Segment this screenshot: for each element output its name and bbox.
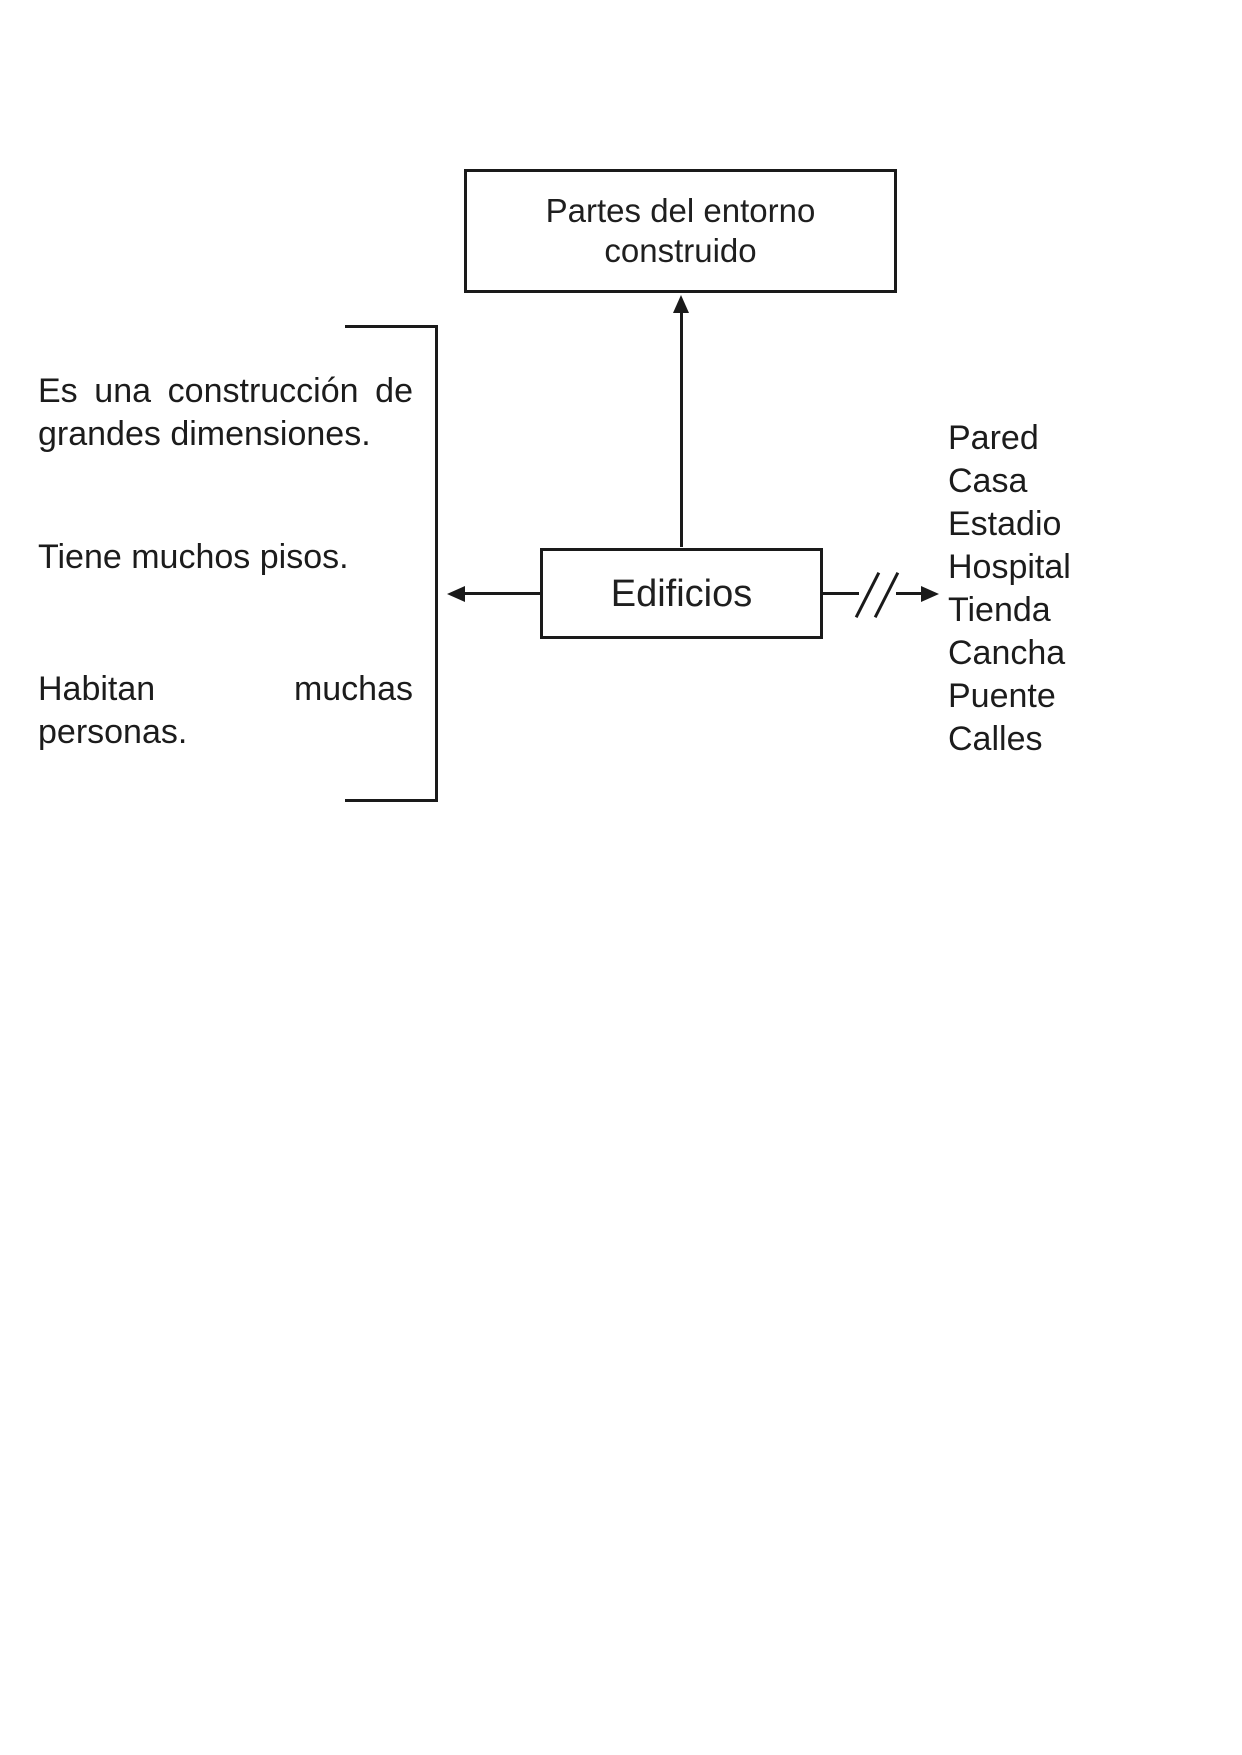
note2-line1: Tiene muchos pisos. <box>38 538 349 576</box>
note1-line2: grandes dimensiones. <box>38 415 371 453</box>
arrow-up-line <box>680 308 683 547</box>
list-item: Puente <box>948 677 1056 715</box>
arrow-left-head-icon <box>447 586 465 602</box>
list-item: Tienda <box>948 591 1051 629</box>
note1-line1: Es una construcción de <box>38 372 413 410</box>
center-concept-box: Edificios <box>540 548 823 639</box>
center-concept-label: Edificios <box>610 572 753 615</box>
note3-line2: personas. <box>38 713 188 751</box>
examples-list: Pared Casa Estadio Hospital Tienda Canch… <box>948 417 1071 761</box>
left-group-bracket <box>345 325 438 802</box>
arrow-right-head-icon <box>921 586 939 602</box>
list-item: Pared <box>948 419 1039 457</box>
top-concept-box: Partes del entorno construido <box>464 169 897 293</box>
list-item: Estadio <box>948 505 1062 543</box>
arrow-left-line <box>462 592 540 595</box>
break-slash-icon <box>873 572 900 618</box>
note3-line1: Habitan muchas <box>38 670 413 708</box>
list-item: Hospital <box>948 548 1071 586</box>
arrow-up-head-icon <box>673 295 689 313</box>
note-paragraph-2: Tiene muchos pisos. <box>38 536 413 579</box>
note-paragraph-1: Es una construcción de grandes dimension… <box>38 370 413 456</box>
top-concept-line2: construido <box>604 232 757 269</box>
connector-right-segment2 <box>896 592 924 595</box>
list-item: Calles <box>948 720 1043 758</box>
connector-right-segment1 <box>823 592 859 595</box>
note-paragraph-3: Habitan muchas personas. <box>38 668 413 754</box>
top-concept-line1: Partes del entorno <box>545 192 816 229</box>
list-item: Casa <box>948 462 1028 500</box>
list-item: Cancha <box>948 634 1066 672</box>
